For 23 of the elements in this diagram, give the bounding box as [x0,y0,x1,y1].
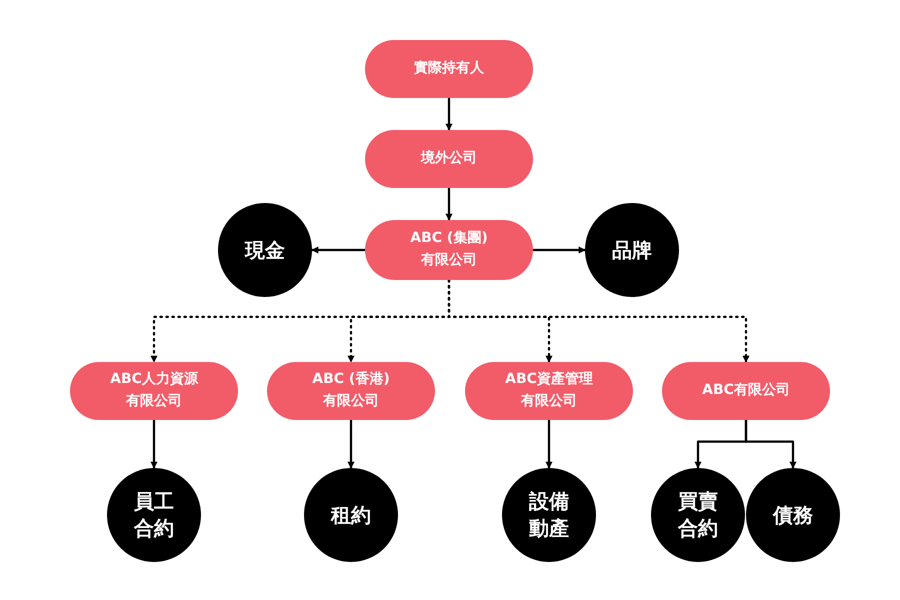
entity-box: ABC (集團)有限公司 [365,220,533,280]
asset-circle: 設備動產 [502,468,596,562]
entity-box: ABC (香港)有限公司 [267,362,435,420]
arrow [311,246,365,254]
arrow [446,98,452,131]
entity-box: ABC資產管理有限公司 [465,362,633,420]
asset-circle: 買賣合約 [651,468,745,562]
arrow [744,420,796,469]
arrow [348,420,354,469]
asset-circle: 品牌 [585,203,679,297]
asset-circle: 債務 [746,468,840,562]
asset-circle: 現金 [218,203,312,297]
arrow [448,278,750,364]
entity-box: 實際持有人 [365,40,533,98]
arrow [546,420,552,469]
arrow [446,188,452,221]
entity-box: 境外公司 [365,130,533,188]
arrow [533,246,586,254]
entity-box: ABC人力資源有限公司 [70,362,238,420]
asset-circle: 租約 [304,468,398,562]
entity-box: ABC有限公司 [662,362,830,420]
arrow [150,420,158,469]
asset-circle: 員工合約 [107,468,201,562]
